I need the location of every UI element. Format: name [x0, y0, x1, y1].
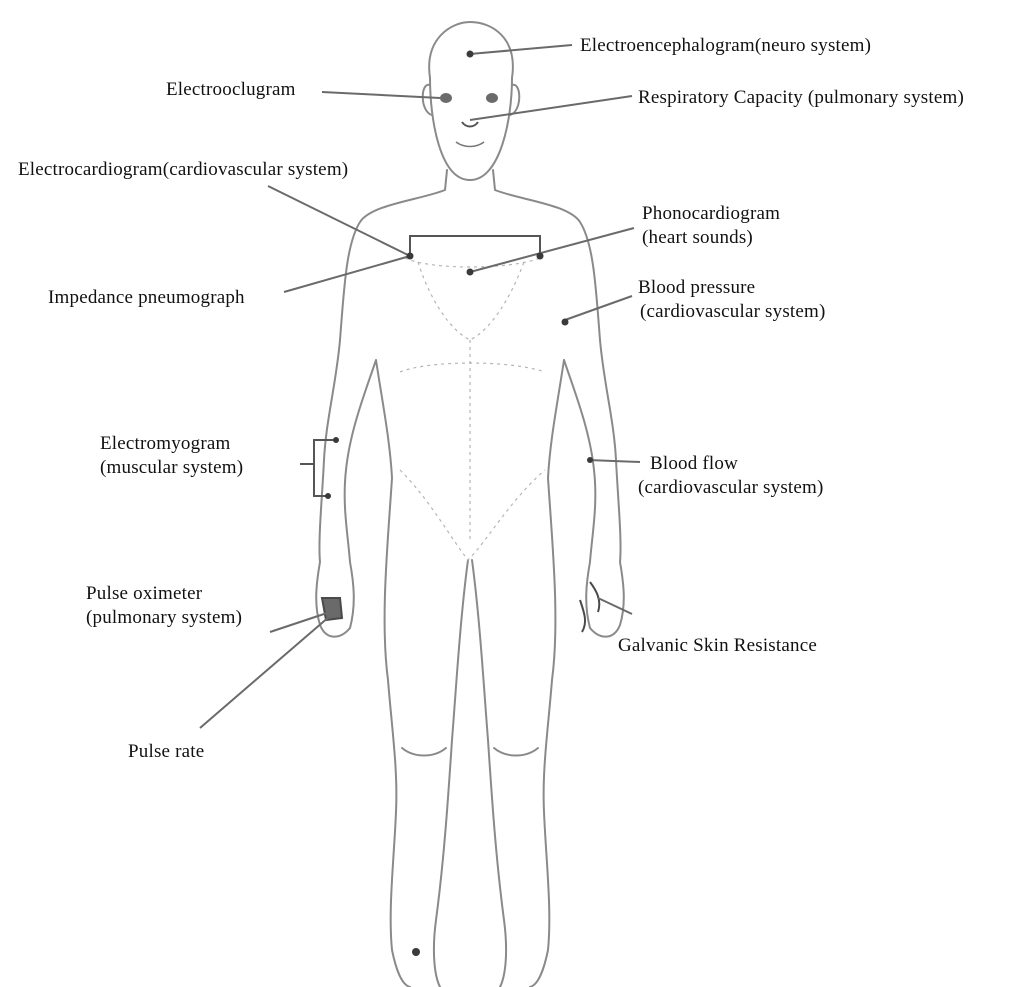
label-bp: Blood pressure (cardiovascular system): [638, 276, 826, 324]
emg-bracket: [300, 440, 336, 496]
electrode-emg-2: [325, 493, 331, 499]
label-pulse-rate: Pulse rate: [128, 740, 204, 764]
label-pcg: Phonocardiogram (heart sounds): [642, 202, 780, 250]
body-outline: [316, 22, 624, 987]
electrodes: [325, 51, 593, 957]
leader-ecg: [268, 186, 410, 256]
electrode-emg-1: [333, 437, 339, 443]
electrode-pcg: [467, 269, 474, 276]
electrode-bloodflow: [587, 457, 593, 463]
label-eog: Electrooclugram: [166, 78, 296, 102]
electrode-ankle: [412, 948, 420, 956]
label-pcg-line2: (heart sounds): [642, 226, 780, 250]
label-eeg: Electroencephalogram(neuro system): [580, 34, 871, 58]
label-ecg: Electrocardiogram(cardiovascular system): [18, 158, 348, 182]
label-pcg-line1: Phonocardiogram: [642, 202, 780, 226]
leader-bloodflow: [588, 460, 640, 462]
leader-pulse-rate: [200, 616, 330, 728]
label-emg-line2: (muscular system): [100, 456, 243, 480]
body-detail-lines: [400, 258, 545, 560]
label-bp-line1: Blood pressure: [638, 276, 826, 300]
label-oximeter: Pulse oximeter (pulmonary system): [86, 582, 242, 630]
electrode-ecg-right: [537, 253, 544, 260]
label-bloodflow-line2: (cardiovascular system): [638, 476, 824, 500]
ecg-bracket: [410, 236, 540, 256]
electrode-eeg: [467, 51, 474, 58]
label-emg: Electromyogram (muscular system): [100, 432, 243, 480]
electrode-ecg-left: [407, 253, 414, 260]
label-oximeter-line2: (pulmonary system): [86, 606, 242, 630]
leader-gsr: [598, 598, 632, 614]
label-bloodflow: Blood flow (cardiovascular system): [638, 452, 824, 500]
face: [440, 93, 498, 147]
label-oximeter-line1: Pulse oximeter: [86, 582, 242, 606]
leader-eeg: [470, 45, 572, 54]
label-gsr: Galvanic Skin Resistance: [618, 634, 817, 658]
leader-pcg: [470, 228, 634, 272]
label-respiratory: Respiratory Capacity (pulmonary system): [638, 86, 964, 110]
label-emg-line1: Electromyogram: [100, 432, 243, 456]
label-bloodflow-line1: Blood flow: [650, 452, 824, 476]
electrode-bp: [562, 319, 569, 326]
label-bp-line2: (cardiovascular system): [640, 300, 826, 324]
label-impedance: Impedance pneumograph: [48, 286, 245, 310]
